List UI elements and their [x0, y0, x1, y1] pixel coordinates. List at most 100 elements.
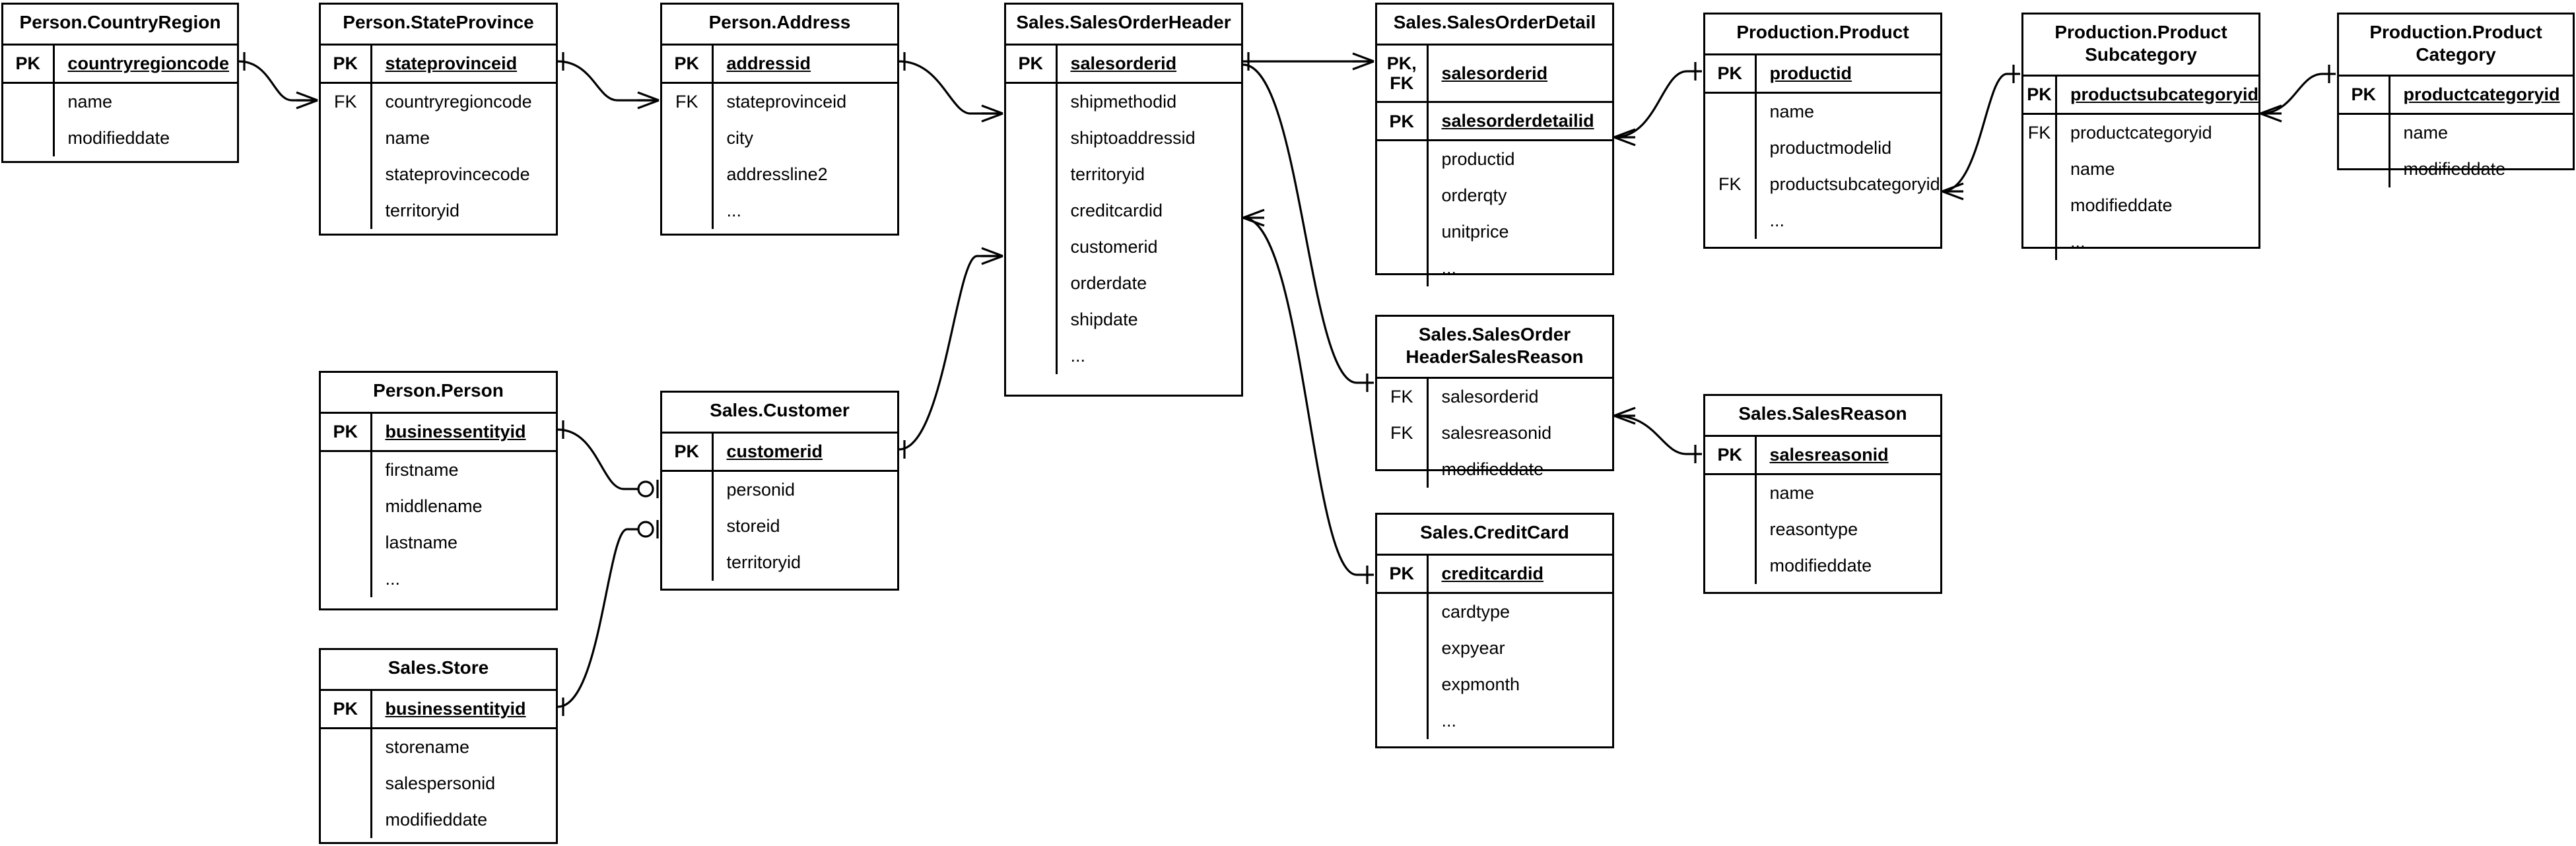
attribute-key-badge: FK — [321, 82, 372, 120]
attribute-key-badge — [1006, 120, 1058, 156]
attribute-name: modifieddate — [2403, 159, 2506, 179]
attribute-key-badge — [321, 156, 372, 193]
attribute-key-badge — [321, 765, 372, 802]
attribute-row: FK stateprovinceid — [662, 82, 897, 120]
attribute-name: productid — [1441, 149, 1515, 170]
entity-title: Person.Address — [662, 5, 897, 46]
attribute-row: cardtype — [1377, 593, 1612, 630]
rel-person-customer — [557, 420, 659, 498]
rel-salesorderdetail-product — [1613, 62, 1702, 146]
entity-title: Person.CountryRegion — [3, 5, 237, 46]
attribute-name: cardtype — [1441, 602, 1510, 622]
attribute-name: addressid — [712, 46, 897, 84]
attribute-name: productcategoryid — [2389, 77, 2573, 115]
attribute-name: firstname — [385, 460, 459, 480]
attribute-row: expmonth — [1377, 667, 1612, 703]
attribute-key-badge — [321, 451, 372, 488]
attribute-key-badge — [1006, 193, 1058, 229]
attribute-name: ... — [2070, 232, 2085, 251]
attribute-name: productmodelid — [1769, 138, 1892, 158]
attribute-name: modifieddate — [2070, 195, 2173, 215]
attribute-key-badge — [321, 525, 372, 561]
entity-title: Production.Product Category — [2339, 15, 2573, 77]
attribute-row: shipmethodid — [1006, 82, 1241, 120]
attribute-row: salespersonid — [321, 765, 556, 802]
attribute-name: modifieddate — [385, 810, 488, 830]
attribute-name: stateprovincecode — [385, 164, 530, 184]
attribute-name: businessentityid — [371, 414, 556, 452]
attribute-row: modifieddate — [3, 120, 237, 156]
attribute-row: modifieddate — [321, 802, 556, 838]
attribute-name: salesreasonid — [1441, 423, 1552, 443]
attribute-name: stateprovinceid — [726, 92, 847, 112]
attribute-row: city — [662, 120, 897, 156]
attribute-row: ... — [2023, 224, 2258, 260]
attribute-key-badge — [662, 544, 714, 581]
attribute-name: productid — [1755, 55, 1940, 94]
rel-salesreasonlink-salesreason — [1613, 407, 1702, 463]
attribute-key-badge: PK — [1006, 46, 1058, 84]
attribute-row: middlename — [321, 488, 556, 525]
attribute-row: modifieddate — [2023, 187, 2258, 224]
attribute-key-badge — [2339, 151, 2390, 187]
attribute-row: storeid — [662, 508, 897, 544]
attribute-key-badge — [321, 802, 372, 838]
attribute-name: storeid — [726, 516, 780, 536]
attribute-row: ... — [1377, 703, 1612, 739]
attribute-row: name — [321, 120, 556, 156]
attribute-key-badge — [662, 508, 714, 544]
attribute-name: expmonth — [1441, 674, 1520, 694]
attribute-row: customerid — [1006, 229, 1241, 265]
rel-subcategory-category — [2260, 65, 2336, 123]
attribute-row: ... — [1006, 338, 1241, 374]
attribute-key-badge: PK, FK — [1377, 46, 1429, 104]
rel-product-subcategory — [1942, 65, 2020, 201]
attribute-key-badge — [1377, 667, 1429, 703]
entity-title: Sales.CreditCard — [1377, 515, 1612, 556]
rel-customer-salesorderheader — [898, 247, 1003, 459]
attribute-row: unitprice — [1377, 214, 1612, 251]
attribute-key-badge — [1377, 250, 1429, 287]
attribute-row: modifieddate — [1377, 451, 1612, 488]
attribute-name: salesreasonid — [1755, 437, 1940, 475]
attribute-row: ... — [1705, 203, 1940, 239]
attribute-key-badge: PK — [1377, 102, 1429, 142]
attribute-key-badge: FK — [662, 82, 714, 120]
attribute-key-badge: PK — [1705, 55, 1757, 94]
attribute-name: businessentityid — [371, 691, 556, 729]
attribute-key-badge — [1377, 214, 1429, 251]
attribute-name: productsubcategoryid — [2056, 77, 2258, 115]
attribute-name: name — [67, 92, 113, 112]
rel-store-customer — [557, 520, 659, 716]
attribute-key-badge: FK — [1377, 379, 1429, 415]
attribute-key-badge — [662, 120, 714, 156]
